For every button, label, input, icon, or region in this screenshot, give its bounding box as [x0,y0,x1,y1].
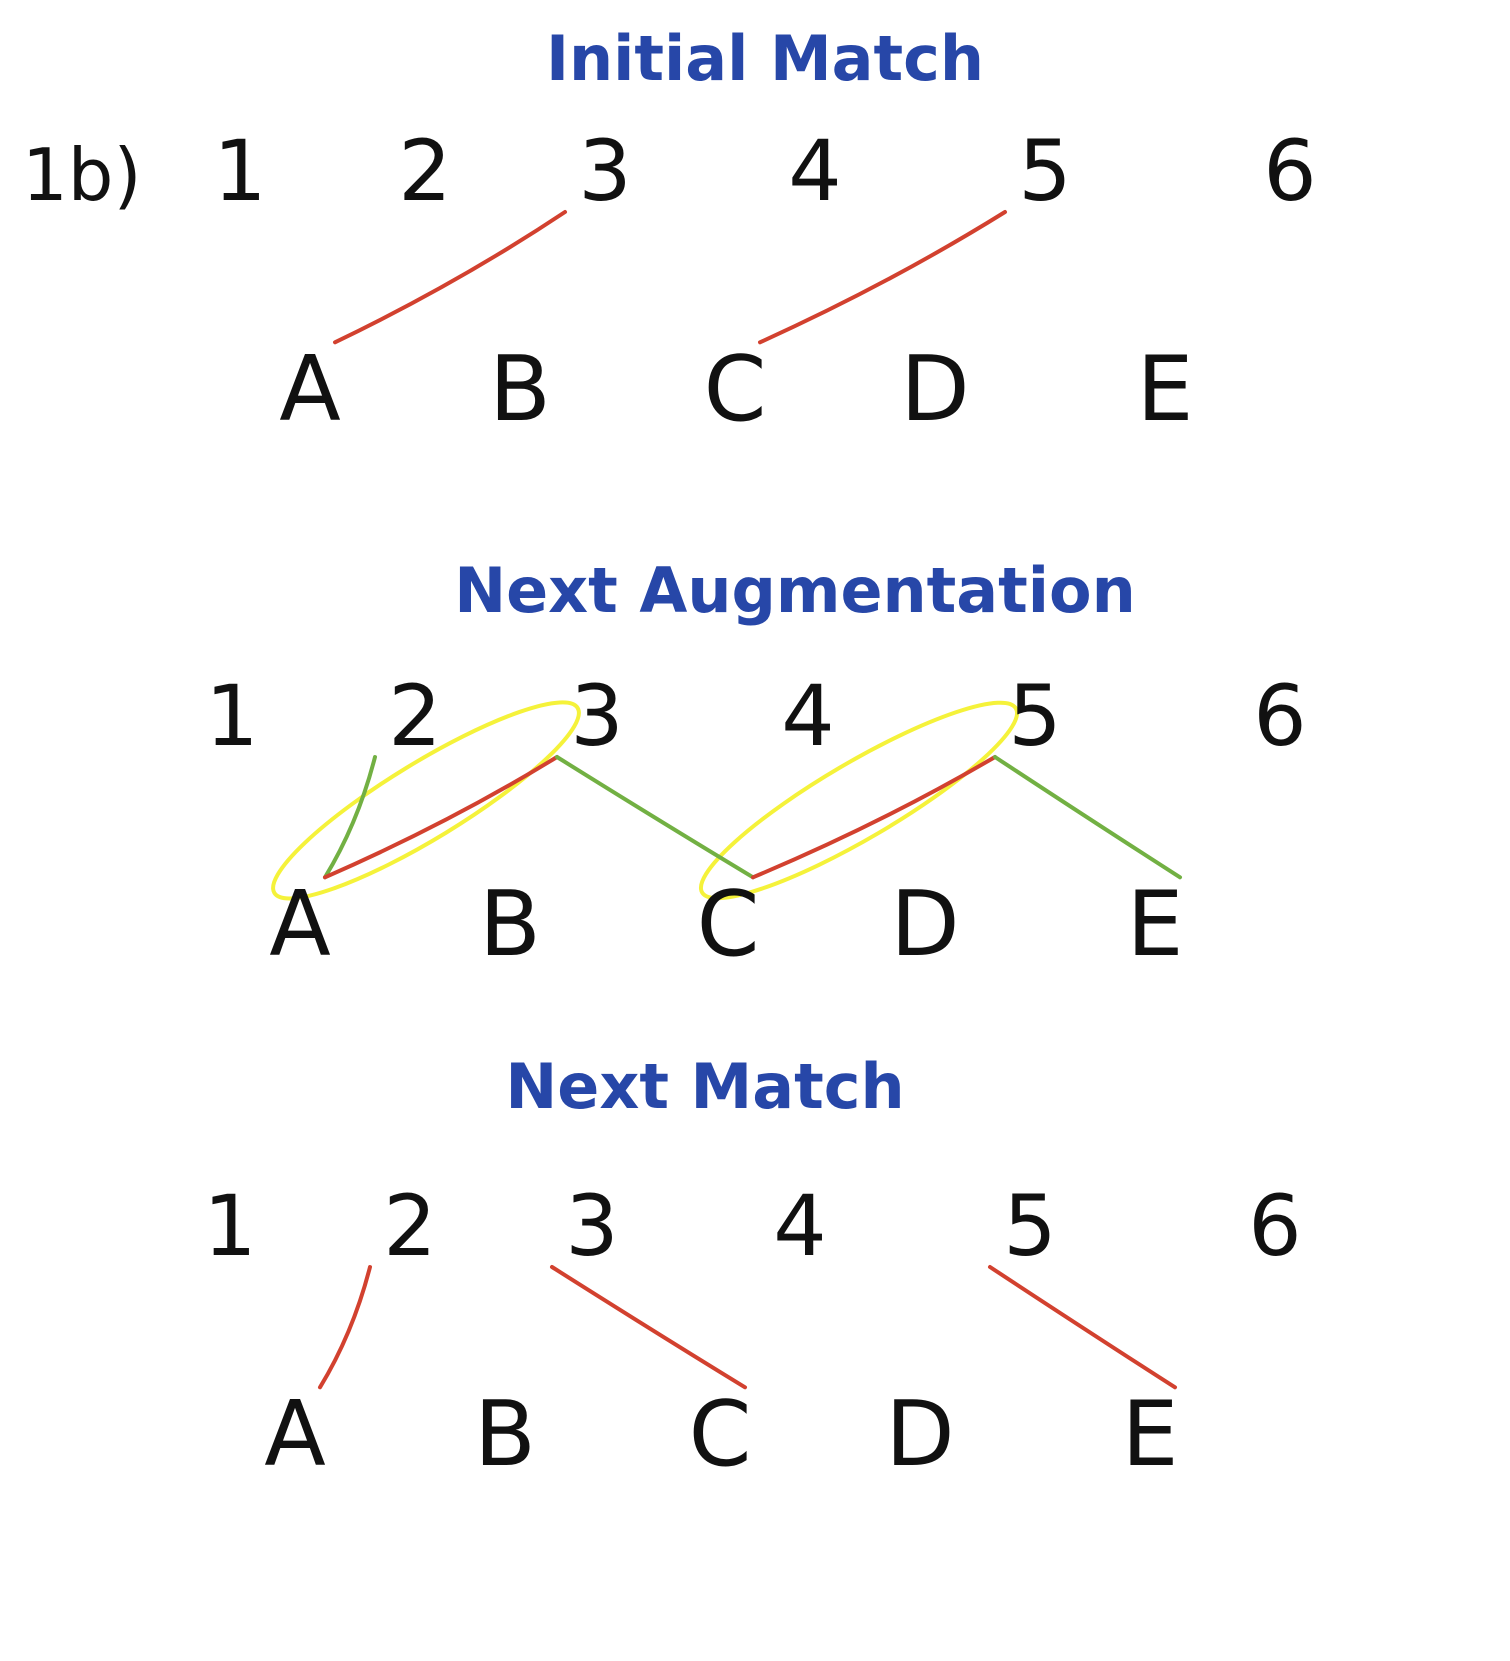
top-node-3: 3 [570,667,623,765]
top-node-1: 1 [205,667,258,765]
top-node-2: 2 [388,667,441,765]
bottom-node-B: B [474,1382,536,1487]
top-node-4: 4 [788,122,841,220]
top-node-6: 6 [1248,1177,1301,1275]
panel-title: Next Match [505,1050,904,1123]
top-node-6: 6 [1253,667,1306,765]
panel: Next Match 1 2 3 4 5 6A B C D E [203,1050,1301,1487]
augment-edge-2-A [323,755,377,880]
top-node-3: 3 [565,1177,618,1275]
augmenting-path-highlight [271,700,581,901]
panel-title: Next Augmentation [454,554,1136,627]
top-node-5: 5 [1008,667,1061,765]
matched-edge-3-A [333,210,567,345]
bottom-node-A: A [269,872,331,977]
augmenting-path-highlight [698,700,1020,901]
bottom-node-D: D [900,337,969,442]
matched-edge-5-E [988,1265,1177,1390]
bottom-node-A: A [264,1382,326,1487]
matched-edge-3-A [323,755,559,880]
top-node-2: 2 [398,122,451,220]
top-node-5: 5 [1003,1177,1056,1275]
bottom-node-C: C [689,1382,752,1487]
bottom-node-C: C [704,337,767,442]
matched-edge-5-C [751,755,997,880]
augment-edge-5-E [993,755,1182,880]
bottom-node-A: A [279,337,341,442]
top-node-4: 4 [781,667,834,765]
bottom-node-D: D [885,1382,954,1487]
top-node-2: 2 [383,1177,436,1275]
top-node-1: 1 [213,122,266,220]
bottom-node-E: E [1122,1382,1179,1487]
bottom-node-B: B [479,872,541,977]
matched-edge-3-C [550,1265,747,1390]
top-node-1: 1 [203,1177,256,1275]
bottom-node-E: E [1127,872,1184,977]
problem-label: 1b) [22,133,142,217]
bottom-node-D: D [890,872,959,977]
top-node-3: 3 [578,122,631,220]
bottom-node-B: B [489,337,551,442]
bottom-node-E: E [1137,337,1194,442]
augment-edge-3-C [555,755,755,880]
panel: Next Augmentation 1 2 3 4 5 6A B C D E [205,554,1306,977]
matched-edge-2-A [318,1265,372,1390]
bottom-node-C: C [697,872,760,977]
top-node-6: 6 [1263,122,1316,220]
matched-edge-5-C [758,210,1007,345]
top-node-5: 5 [1018,122,1071,220]
top-node-4: 4 [773,1177,826,1275]
panel: Initial Match 1 2 3 4 5 6A B C D E [213,22,1316,442]
panel-title: Initial Match [546,22,984,95]
